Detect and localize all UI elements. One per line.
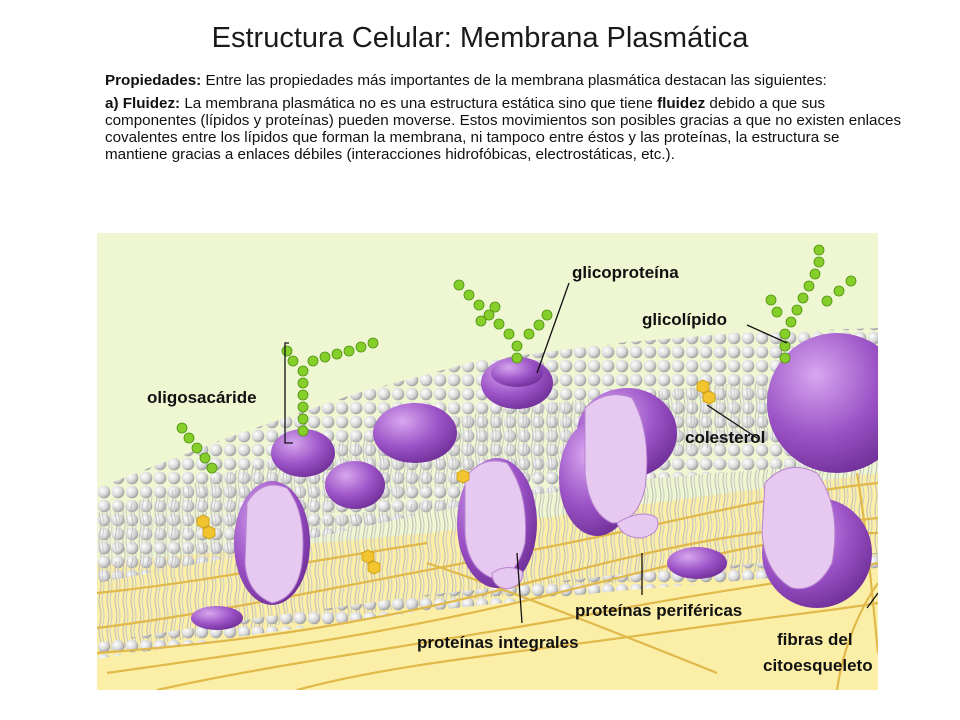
label-fibras-line2: citoesqueleto [763,656,873,675]
fluidity-text-b: debido a que sus componentes (lípidos y … [105,95,902,163]
label-glicoproteina: glicoproteína [572,263,679,282]
fluidity-text-a: La membrana plasmática no es una estruct… [180,95,658,112]
body-text: Propiedades: Entre las propiedades más i… [105,72,905,169]
properties-lead: Propiedades: [105,72,202,89]
label-oligosacaride: oligosacáride [147,388,257,407]
page-title: Estructura Celular: Membrana Plasmática [211,22,749,54]
fluidity-bold-word: fluidez [657,95,706,112]
bilayer-front-heads-bottom [97,553,878,659]
properties-paragraph: Propiedades: Entre las propiedades más i… [105,72,905,89]
label-proteinas-perifericas: proteínas periféricas [575,601,742,620]
properties-text: Entre las propiedades más importantes de… [201,72,827,89]
fluidity-paragraph: a) Fluidez: La membrana plasmática no es… [105,95,905,163]
fluidity-lead: a) Fluidez: [105,95,181,112]
label-colesterol: colesterol [685,428,765,447]
membrane-diagram: glicoproteína glicolípido oligosacáride … [97,233,878,690]
cholesterol-molecules [196,379,716,575]
leader-lines [284,282,878,624]
protein-cut-faces [244,394,836,604]
label-proteinas-integrales: proteínas integrales [417,633,579,652]
label-glicolipido: glicolípido [642,310,727,329]
label-fibras-line1: fibras del [777,630,853,649]
